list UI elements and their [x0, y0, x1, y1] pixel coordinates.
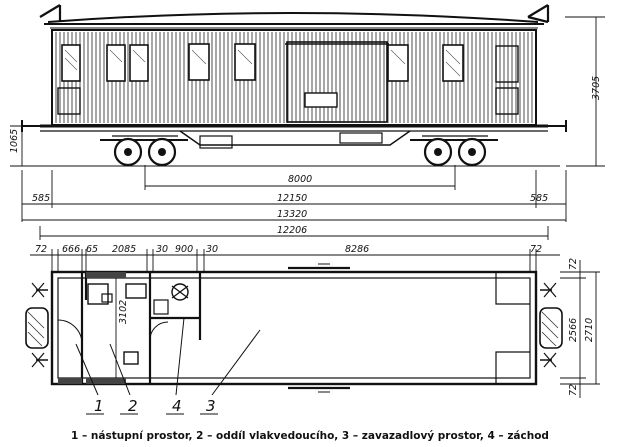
- wheel-hub: [158, 148, 166, 156]
- callout-2: 2: [128, 397, 138, 415]
- wheel-hub: [434, 148, 442, 156]
- pivot-dim-line: [144, 165, 456, 190]
- sliding-door: [286, 41, 388, 123]
- window-7: [442, 44, 464, 82]
- callout-1: 1: [94, 397, 104, 415]
- sliding-door-plan: [288, 266, 350, 390]
- washbasin: [153, 299, 169, 315]
- wheel-hub: [124, 148, 132, 156]
- door-swing-mid: [149, 321, 169, 341]
- pivot-distance: 8000: [288, 174, 312, 185]
- cabinet: [125, 283, 147, 299]
- entrance-door-left: [57, 87, 81, 115]
- plan-outline: [50, 270, 538, 386]
- roof-curve: [47, 12, 539, 23]
- height-dim-line: [565, 16, 605, 167]
- frame-length: 12206: [277, 225, 307, 236]
- compartment-partitions: [148, 272, 202, 384]
- height-dimension: 3705: [591, 76, 602, 100]
- overhang-left: 585: [32, 193, 50, 204]
- plan-top-dim-ticks: [51, 249, 537, 272]
- window-4: [188, 43, 210, 81]
- plan-dim-900: 900: [175, 244, 193, 255]
- overhang-right: 585: [530, 193, 548, 204]
- plan-dim-30-b: 30: [206, 244, 218, 255]
- wall-blocks: [58, 272, 126, 384]
- plan-view: 72 666 65 2085 30 900 30 8286 72: [25, 244, 600, 415]
- plan-dim-2566: 2566: [568, 318, 579, 342]
- callout-4: 4: [172, 397, 182, 415]
- stove: [123, 351, 139, 365]
- callout-3: 3: [206, 397, 216, 415]
- toilet-cross: [171, 285, 189, 299]
- coupler-hatching: [27, 311, 559, 347]
- plan-dim-right-72-top: 72: [568, 258, 579, 270]
- inner-wall: [57, 277, 531, 379]
- window-2: [106, 44, 126, 82]
- stool: [101, 293, 113, 303]
- coupler-right: [539, 307, 563, 349]
- length-over-buffers: 13320: [277, 209, 307, 220]
- bogie-right: [410, 135, 498, 167]
- callout-leaders: [75, 317, 261, 396]
- floor-height-dim-line: [10, 125, 38, 167]
- end-window-right: [495, 45, 519, 83]
- frame-length-line: [39, 226, 549, 240]
- toilet-bowl: [171, 283, 189, 301]
- caption: 1 – nástupní prostor, 2 – oddíl vlakvedo…: [71, 430, 549, 442]
- body-length: 12150: [277, 193, 307, 204]
- floor-height-dimension: 1065: [9, 129, 20, 153]
- sliding-door-arrows: [318, 263, 330, 393]
- plan-dim-2710: 2710: [584, 318, 595, 342]
- label-plate: [304, 92, 338, 108]
- window-3: [129, 44, 149, 82]
- underframe-box: [199, 135, 233, 149]
- body-dim-line: [21, 170, 567, 222]
- buffer-brackets: [31, 282, 557, 368]
- brake-cylinder: [339, 132, 383, 144]
- truss-rods: [179, 130, 411, 146]
- plan-dim-2085: 2085: [112, 244, 136, 255]
- roof-end-posts: [39, 4, 550, 24]
- plan-dim-right-72-bottom: 72: [568, 384, 579, 396]
- compartment-width: 3102: [118, 300, 129, 324]
- plan-dim-65: 65: [86, 244, 98, 255]
- window-1: [61, 44, 81, 82]
- window-hatching: [64, 49, 461, 77]
- door-swing-left: [57, 319, 83, 345]
- coupler-left: [25, 307, 49, 349]
- plan-dim-30-a: 30: [156, 244, 168, 255]
- plan-dim-72-left: 72: [35, 244, 47, 255]
- window-6: [387, 44, 409, 82]
- end-corners: [495, 272, 530, 384]
- buffer-heads: [36, 289, 552, 361]
- plan-dim-666: 666: [62, 244, 80, 255]
- plan-dim-8286: 8286: [345, 244, 369, 255]
- plan-dim-72-right: 72: [530, 244, 542, 255]
- wheel-hub: [468, 148, 476, 156]
- side-view: 3705 1065 8000 585 585 12150 13320 12206: [9, 4, 605, 240]
- entrance-partition: [80, 272, 88, 384]
- side-windows: [61, 43, 464, 82]
- bogie-left: [100, 135, 188, 167]
- window-5: [234, 43, 256, 81]
- plan-right-dim-lines: [560, 260, 600, 398]
- entrance-door-right: [495, 87, 519, 115]
